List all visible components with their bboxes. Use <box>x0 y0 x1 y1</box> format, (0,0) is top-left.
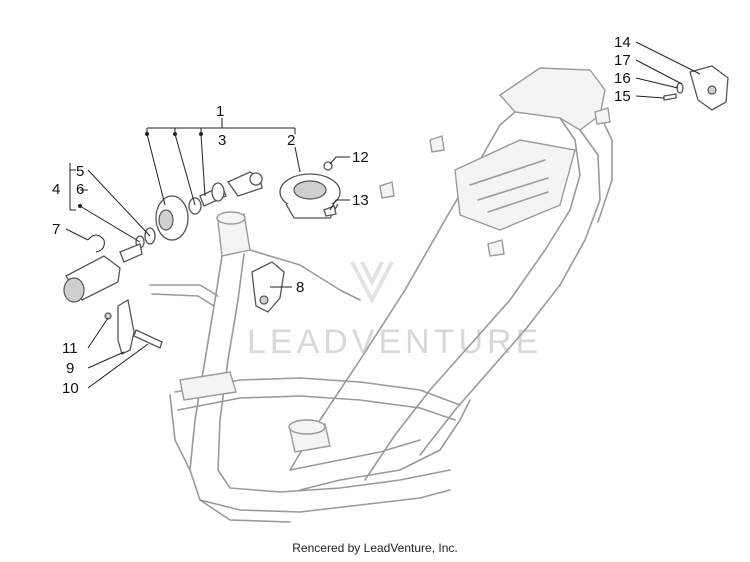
callout-12: 12 <box>352 149 369 166</box>
frame <box>149 67 613 523</box>
callout-7: 7 <box>52 221 60 238</box>
callout-11: 11 <box>62 340 78 357</box>
callouts: 1 2 3 4 5 6 7 8 9 10 11 12 13 14 17 16 1… <box>52 34 631 397</box>
callout-9: 9 <box>66 360 74 377</box>
footer-credit: Rencered by LeadVenture, Inc. <box>292 541 458 555</box>
callout-17: 17 <box>614 52 631 69</box>
part-fuel-cap <box>279 161 341 219</box>
part-boot <box>63 234 121 303</box>
callout-15: 15 <box>614 88 631 105</box>
callout-2: 2 <box>287 132 295 149</box>
callout-6: 6 <box>76 181 84 198</box>
callout-8: 8 <box>296 279 304 296</box>
callout-1: 1 <box>216 103 224 120</box>
part-lock-cylinder <box>199 171 263 207</box>
part-bracket <box>251 261 285 313</box>
callout-14: 14 <box>614 34 631 51</box>
callout-16: 16 <box>614 70 631 87</box>
callout-5: 5 <box>76 163 84 180</box>
part-rear-bracket <box>663 65 729 111</box>
watermark-text: LEADVENTURE <box>247 323 542 361</box>
part-lock-housing <box>155 195 202 241</box>
callout-3: 3 <box>218 132 226 149</box>
leaders <box>65 41 701 389</box>
callout-4: 4 <box>52 181 60 198</box>
part-lever <box>104 298 163 355</box>
watermark-logo <box>350 261 394 305</box>
callout-13: 13 <box>352 192 369 209</box>
callout-10: 10 <box>62 380 79 397</box>
